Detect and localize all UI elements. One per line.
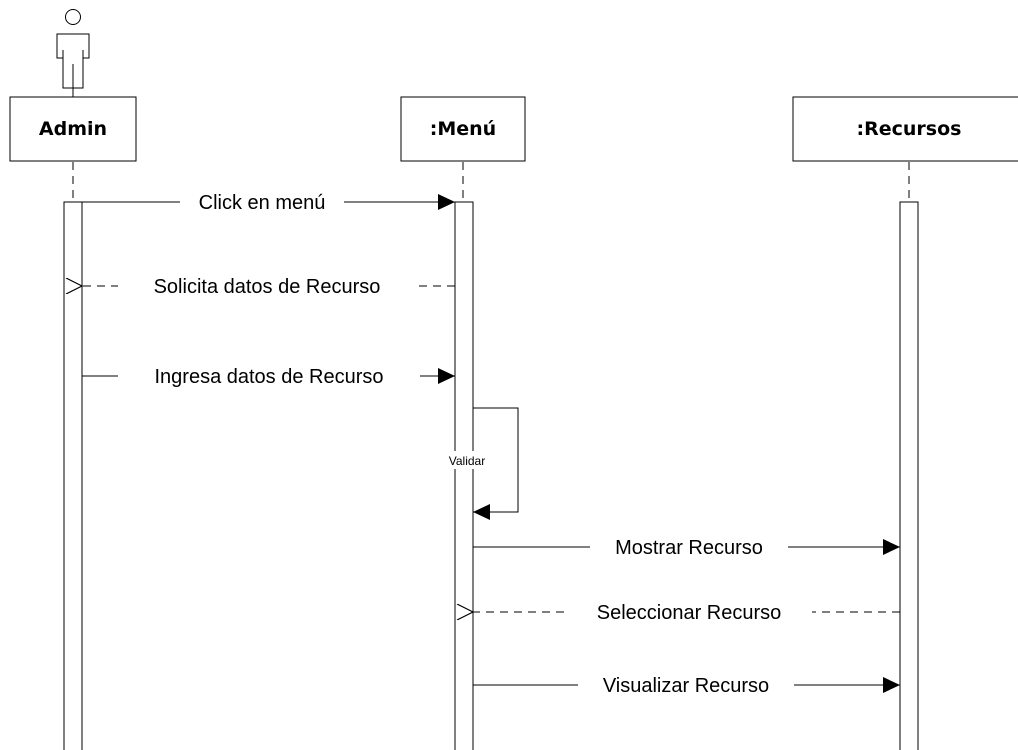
- participant-recursos-label: :Recursos: [857, 118, 962, 140]
- activation-admin: [63, 201, 83, 750]
- activation-menu: [454, 201, 474, 750]
- message-solicita-datos[interactable]: Solicita datos de Recurso: [82, 273, 455, 299]
- participant-menu[interactable]: :Menú: [400, 96, 526, 162]
- message-mostrar-recurso[interactable]: Mostrar Recurso: [473, 534, 900, 560]
- participant-menu-label: :Menú: [430, 118, 496, 140]
- actor-icon: [56, 9, 90, 89]
- message-visualizar-recurso[interactable]: Visualizar Recurso: [473, 672, 900, 698]
- message-validar-label: Validar: [449, 454, 485, 468]
- message-click-en-menu-label: Click en menú: [199, 192, 326, 214]
- message-ingresa-datos-label: Ingresa datos de Recurso: [154, 366, 383, 388]
- participant-admin-label: Admin: [39, 118, 107, 140]
- message-click-en-menu[interactable]: Click en menú: [82, 189, 455, 215]
- message-validar[interactable]: Validar: [443, 407, 519, 520]
- message-visualizar-recurso-label: Visualizar Recurso: [603, 675, 769, 697]
- message-ingresa-datos[interactable]: Ingresa datos de Recurso: [82, 363, 455, 389]
- message-solicita-datos-label: Solicita datos de Recurso: [154, 276, 381, 298]
- activation-recursos: [899, 201, 919, 750]
- message-seleccionar-recurso-label: Seleccionar Recurso: [597, 602, 782, 624]
- message-seleccionar-recurso[interactable]: Seleccionar Recurso: [473, 599, 900, 625]
- participant-admin[interactable]: Admin: [9, 96, 137, 162]
- participant-recursos[interactable]: :Recursos: [792, 96, 1018, 162]
- message-mostrar-recurso-label: Mostrar Recurso: [615, 537, 763, 559]
